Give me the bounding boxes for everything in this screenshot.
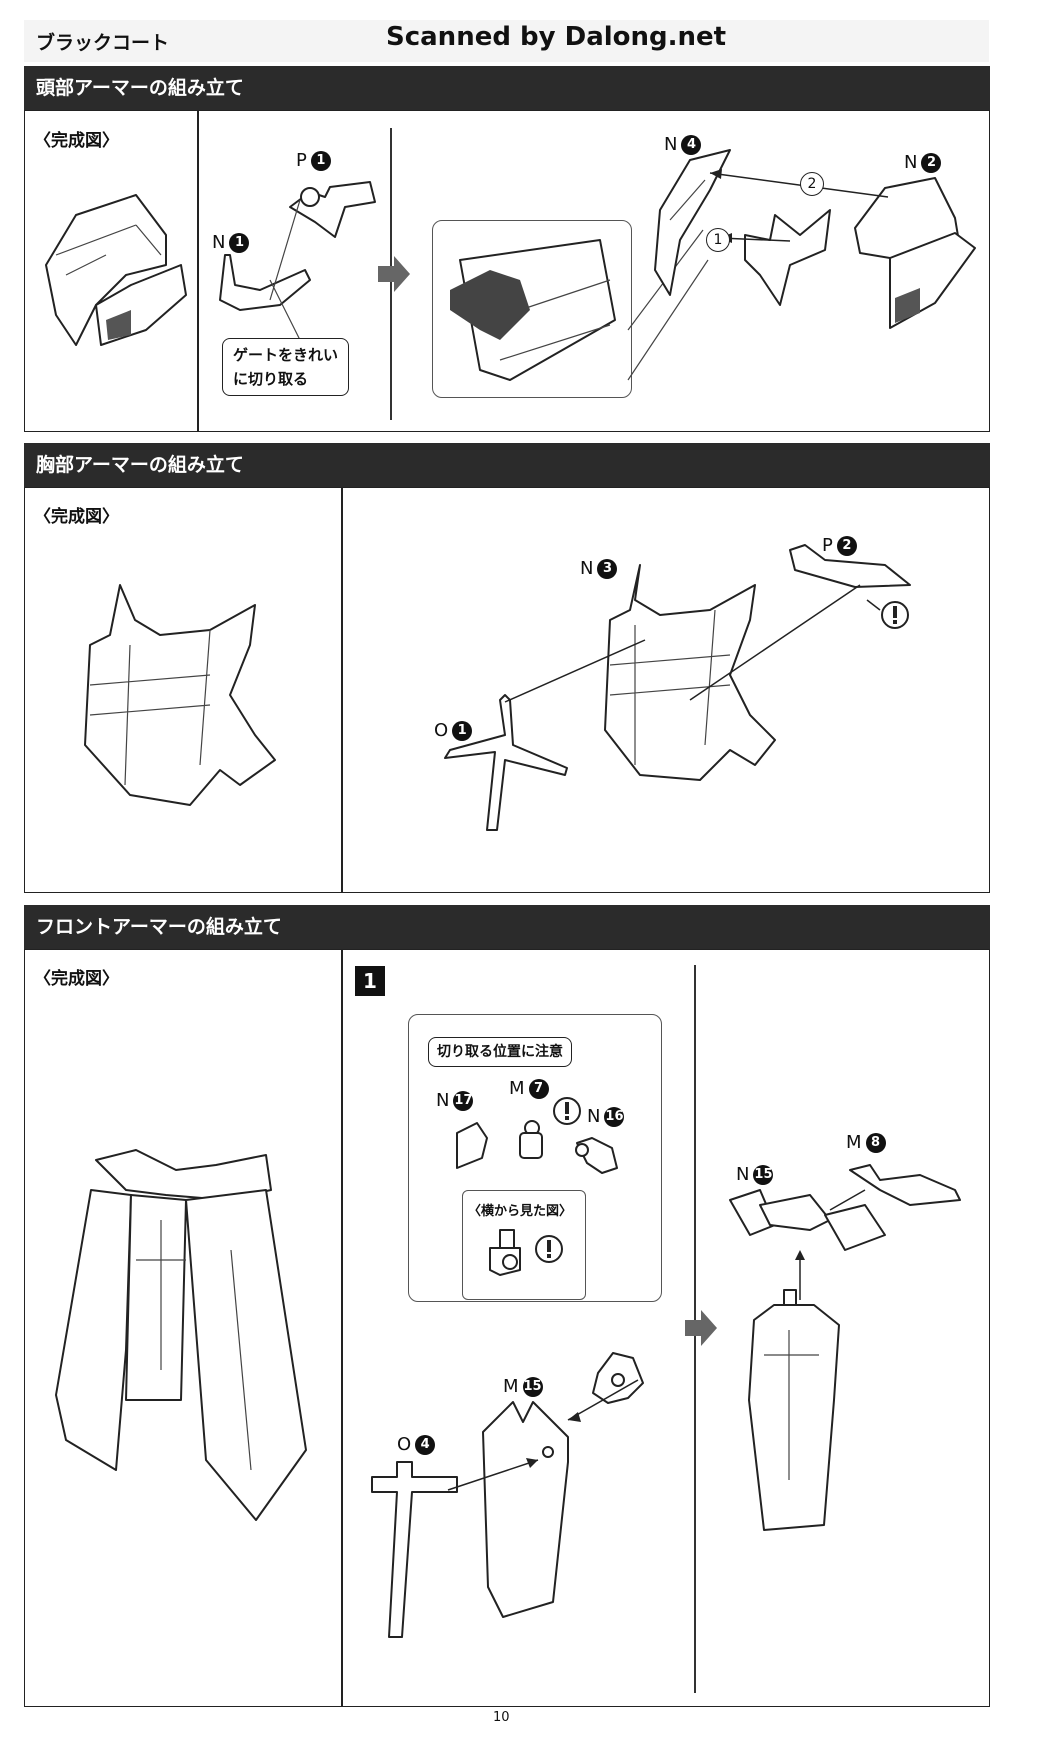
part-n2-illustration	[854, 177, 976, 329]
front-armor-plate-illustration	[748, 1289, 840, 1531]
part-n1-illustration	[219, 254, 311, 311]
page-number: 10	[493, 1710, 510, 1725]
part-n4-illustration	[654, 149, 731, 296]
caution-icon	[881, 601, 909, 629]
complete-label: 〈完成図〉	[34, 507, 119, 527]
chest-armor-complete-illustration	[84, 584, 276, 806]
panel-divider	[197, 110, 199, 432]
step-marker-1: 1	[706, 228, 730, 252]
front-armor-complete-illustration	[55, 1149, 307, 1521]
caution-icon	[553, 1097, 581, 1125]
part-n3-illustration	[604, 564, 776, 781]
book-title: ブラックコート	[36, 32, 170, 54]
section-title-front: フロントアーマーの組み立て	[24, 905, 990, 949]
part-p1-illustration	[289, 181, 376, 238]
complete-label: 〈完成図〉	[34, 131, 119, 151]
visor-assembly-detail	[450, 239, 616, 381]
part-o4-illustration	[371, 1461, 458, 1638]
callout-line: に切り取る	[233, 370, 309, 388]
complete-label: 〈完成図〉	[34, 969, 119, 989]
assembly-up-arrow	[795, 1250, 805, 1300]
part-o1-illustration	[444, 639, 646, 831]
head-armor-complete-illustration	[45, 194, 187, 346]
panel-divider	[341, 949, 343, 1707]
step-marker-2: 2	[800, 172, 824, 196]
panel-divider	[341, 487, 343, 893]
gate-cut-callout: ゲートをきれい に切り取る	[222, 338, 350, 396]
side-view-illustration	[489, 1229, 521, 1276]
callout-line: ゲートをきれい	[233, 346, 339, 364]
step-number-badge: 1	[355, 966, 385, 996]
cut-position-callout: 切り取る位置に注意	[428, 1037, 572, 1067]
part-m15-illustration	[482, 1401, 569, 1618]
joint-assembled-illustration	[592, 1352, 644, 1404]
side-view-label: 〈横から見た図〉	[468, 1204, 573, 1219]
gate-leader-lines	[269, 199, 301, 341]
section-title-chest: 胸部アーマーの組み立て	[24, 443, 990, 487]
header-strip	[24, 20, 989, 62]
caution-icon	[535, 1235, 563, 1263]
joint-m8-n15-illustration	[729, 1164, 961, 1251]
section-title-head: 頭部アーマーの組み立て	[24, 66, 990, 110]
joint-parts-illustration	[456, 1120, 618, 1174]
part-p2-illustration	[789, 544, 911, 588]
chest-assembly-arrows	[689, 584, 881, 701]
scan-credit: Scanned by Dalong.net	[386, 22, 727, 52]
arrow-right-icon	[378, 256, 410, 292]
side-view-inset	[462, 1190, 586, 1300]
part-p1-placed-illustration	[744, 209, 831, 306]
arrow-right-icon	[685, 1310, 717, 1346]
front-assembly-arrows	[447, 1379, 639, 1491]
